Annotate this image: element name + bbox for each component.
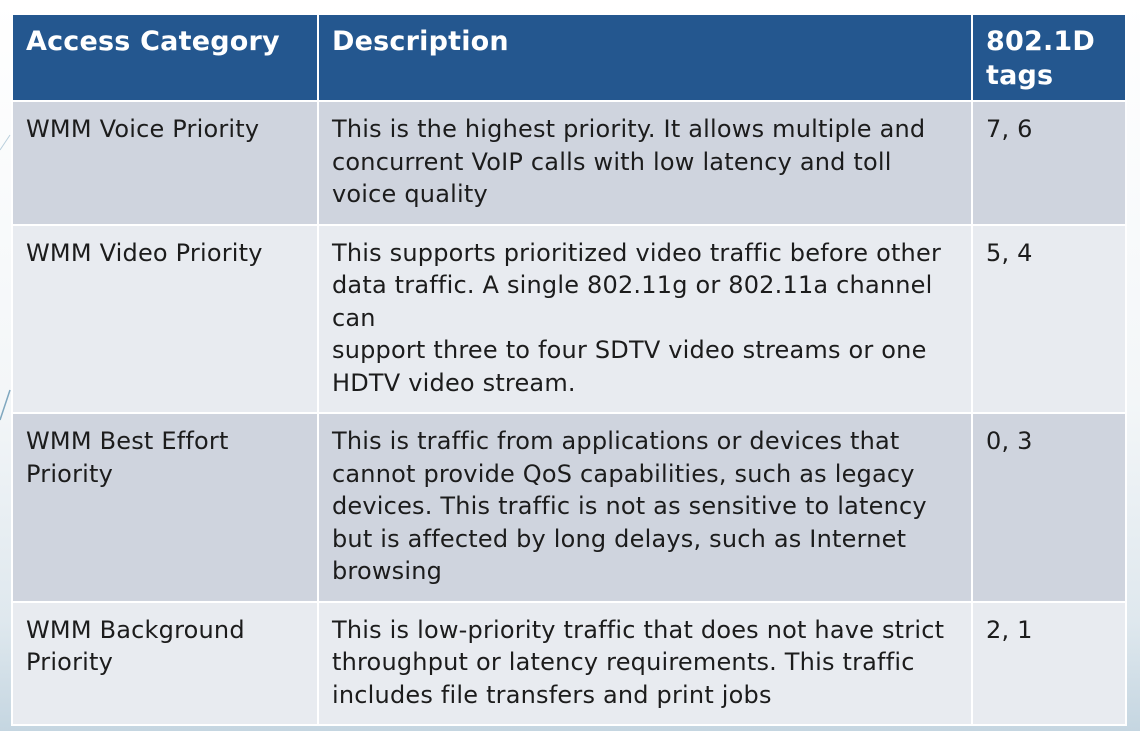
cell-category: WMM Best Effort Priority	[11, 412, 319, 603]
description-line: support three to four SDTV video streams…	[332, 336, 927, 397]
cell-description: This is traffic from applications or dev…	[317, 412, 973, 603]
description-line: This supports prioritized video traffic …	[332, 238, 942, 267]
decorative-line	[0, 134, 11, 151]
access-category-table-container: Access Category Description 802.1D tags …	[11, 13, 1127, 726]
decorative-line	[0, 389, 11, 421]
access-category-table: Access Category Description 802.1D tags …	[11, 13, 1127, 726]
description-line: This is low-priority traffic that does n…	[332, 615, 945, 709]
table-row: WMM Background Priority This is low-prio…	[11, 600, 1127, 726]
description-line: This is the highest priority. It allows …	[332, 115, 926, 208]
table-row: WMM Voice Priority This is the highest p…	[11, 100, 1127, 226]
cell-tags: 2, 1	[971, 600, 1127, 726]
cell-tags: 5, 4	[971, 223, 1127, 414]
table-row: WMM Best Effort Priority This is traffic…	[11, 412, 1127, 603]
description-line: data traffic. A single 802.11g or 802.11…	[332, 271, 933, 332]
header-description: Description	[317, 13, 973, 102]
header-8021d-tags: 802.1D tags	[971, 13, 1127, 102]
cell-description: This supports prioritized video traffic …	[317, 223, 973, 414]
cell-description: This is the highest priority. It allows …	[317, 100, 973, 226]
header-row: Access Category Description 802.1D tags	[11, 13, 1127, 102]
header-access-category: Access Category	[11, 13, 319, 102]
header-8021d-tags-label: 802.1D tags	[986, 26, 1096, 91]
table-row: WMM Video Priority This supports priorit…	[11, 223, 1127, 414]
table-body: WMM Voice Priority This is the highest p…	[11, 100, 1127, 726]
cell-category: WMM Voice Priority	[11, 100, 319, 226]
cell-category: WMM Background Priority	[11, 600, 319, 726]
cell-tags: 7, 6	[971, 100, 1127, 226]
table-header: Access Category Description 802.1D tags	[11, 13, 1127, 102]
description-line: This is traffic from applications or dev…	[332, 427, 927, 585]
cell-description: This is low-priority traffic that does n…	[317, 600, 973, 726]
cell-category: WMM Video Priority	[11, 223, 319, 414]
cell-tags: 0, 3	[971, 412, 1127, 603]
